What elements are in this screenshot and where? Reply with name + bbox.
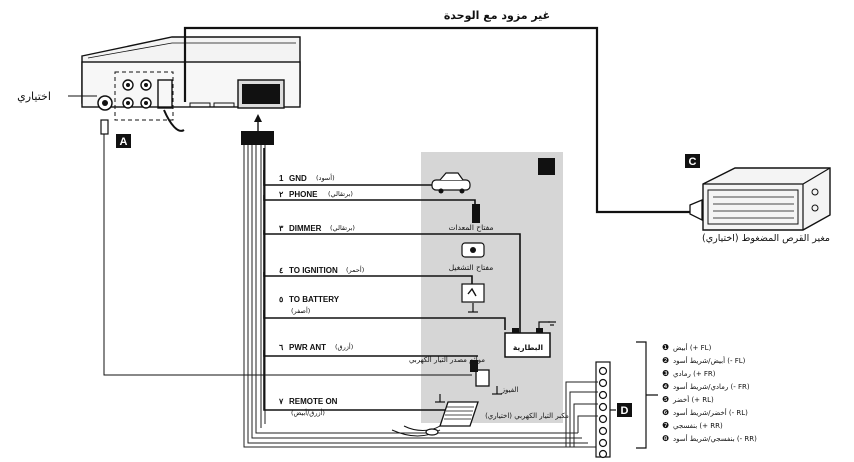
- speaker-connector-strip: [595, 361, 611, 459]
- changer-plug-cable: [163, 109, 185, 132]
- speaker-label: ❶ أبيض (+ FL): [662, 343, 712, 352]
- antenna-plug: [100, 119, 109, 135]
- svg-text:٧: ٧: [278, 397, 284, 406]
- panel-marker: [538, 158, 555, 175]
- changer-label: مغير القرص المضغوط (اختياري): [702, 233, 830, 244]
- ignition-switch-icon: [461, 283, 485, 303]
- svg-text:❻: ❻: [662, 408, 669, 417]
- svg-text:❷: ❷: [662, 356, 669, 365]
- svg-text:أخضر/شريط أسود (- RL): أخضر/شريط أسود (- RL): [673, 408, 748, 417]
- svg-text:٦: ٦: [279, 343, 284, 352]
- marker-c-label: C: [689, 156, 697, 168]
- svg-text:(أصفر): (أصفر): [291, 306, 310, 315]
- svg-text:بنفسجي/شريط أسود (- RR): بنفسجي/شريط أسود (- RR): [673, 434, 757, 443]
- ground-car-icon: [431, 172, 471, 194]
- wire-labels: 1 GND (أسود) ٢ PHONE (برتقالي) ٣ DIMMER …: [278, 173, 364, 417]
- speaker-label: ❺ أخضر (+ RL): [662, 395, 714, 404]
- marker-a-label: A: [120, 136, 128, 148]
- svg-text:بنفسجي (+ RR): بنفسجي (+ RR): [673, 422, 723, 430]
- svg-text:(أحمر): (أحمر): [346, 265, 364, 274]
- svg-text:أبيض/شريط أسود (- FL): أبيض/شريط أسود (- FL): [673, 356, 746, 365]
- battery-label: البطارية: [513, 343, 543, 352]
- svg-text:❼: ❼: [662, 421, 669, 430]
- dimmer-switch-label: مفتاح المعدات: [449, 223, 494, 232]
- svg-text:أبيض (+ FL): أبيض (+ FL): [673, 343, 712, 352]
- speaker-labels: ❶ أبيض (+ FL) ❷ أبيض/شريط أسود (- FL) ❸ …: [662, 343, 757, 443]
- remote-amplifier-icon: [439, 401, 479, 427]
- svg-text:PHONE: PHONE: [289, 190, 318, 199]
- svg-text:أخضر (+ RL): أخضر (+ RL): [672, 395, 714, 404]
- wire-label: ٢ PHONE (برتقالي): [279, 190, 353, 199]
- speaker-label: ❹ رمادي/شريط أسود (- FR): [662, 382, 750, 391]
- ignition-switch-label: مفتاح التشغيل: [449, 263, 493, 272]
- ground-symbols: [435, 303, 556, 403]
- amp-label: موائم مصدر التيار الكهربي: [409, 356, 485, 364]
- not-supplied-label: غير مزود مع الوحدة: [444, 9, 550, 22]
- speaker-label: ❸ رمادي (+ FR): [662, 369, 716, 378]
- svg-text:TO BATTERY: TO BATTERY: [289, 295, 340, 304]
- svg-text:❽: ❽: [662, 434, 669, 443]
- battery-icon: [504, 321, 551, 358]
- wire-label: ٤ TO IGNITION (أحمر): [279, 265, 364, 275]
- speaker-label: ❻ أخضر/شريط أسود (- RL): [662, 408, 748, 417]
- speaker-wires: [565, 381, 598, 447]
- svg-text:❹: ❹: [662, 382, 669, 391]
- head-unit: [81, 36, 301, 121]
- speaker-bracket: [636, 341, 658, 449]
- branch-wires: [263, 148, 521, 411]
- optional-label: اختياري: [17, 90, 51, 103]
- wire-label: ٣ DIMMER (برتقالي): [279, 224, 355, 233]
- svg-text:٣: ٣: [279, 224, 284, 233]
- svg-text:رمادي (+ FR): رمادي (+ FR): [673, 370, 716, 378]
- svg-text:1: 1: [279, 174, 284, 183]
- cd-changer: [702, 167, 831, 231]
- svg-text:(أزرق/أبيض): (أزرق/أبيض): [291, 408, 325, 417]
- svg-text:٥: ٥: [279, 295, 283, 304]
- speaker-label: ❼ بنفسجي (+ RR): [662, 421, 723, 430]
- svg-text:❶: ❶: [662, 343, 669, 352]
- wire-label: ٧ REMOTE ON (أزرق/أبيض): [278, 397, 338, 417]
- svg-text:REMOTE ON: REMOTE ON: [289, 397, 338, 406]
- svg-text:(برتقالي): (برتقالي): [328, 190, 353, 198]
- fuse-label: الفيوز: [501, 386, 519, 394]
- harness-connector: [241, 131, 274, 145]
- speaker-label: ❷ أبيض/شريط أسود (- FL): [662, 356, 746, 365]
- changer-cable: [183, 26, 692, 214]
- harness-bundle: [243, 145, 600, 448]
- svg-text:PWR ANT: PWR ANT: [289, 343, 326, 352]
- svg-text:(أسود): (أسود): [316, 173, 335, 182]
- svg-text:٤: ٤: [279, 266, 283, 275]
- svg-text:رمادي/شريط أسود (- FR): رمادي/شريط أسود (- FR): [673, 382, 750, 391]
- svg-text:❺: ❺: [662, 395, 669, 404]
- svg-text:TO IGNITION: TO IGNITION: [289, 266, 338, 275]
- svg-text:GND: GND: [289, 174, 307, 183]
- svg-text:DIMMER: DIMMER: [289, 224, 322, 233]
- marker-d: D: [617, 403, 632, 417]
- wiring-panel: [421, 152, 563, 423]
- wire-label: ٦ PWR ANT (أزرق): [279, 342, 353, 352]
- svg-text:❸: ❸: [662, 369, 669, 378]
- svg-text:٢: ٢: [279, 190, 284, 199]
- wire-label: 1 GND (أسود): [279, 173, 335, 183]
- fuse-icon: [475, 369, 490, 387]
- amp-icon: [470, 360, 478, 372]
- marker-d-label: D: [621, 405, 629, 417]
- remote-amp-label: مكبر التيار الكهربي (اختياري): [485, 412, 569, 420]
- svg-text:(برتقالي): (برتقالي): [330, 224, 355, 232]
- svg-text:(أزرق): (أزرق): [335, 342, 353, 351]
- wire-label: ٥ TO BATTERY (أصفر): [279, 295, 340, 315]
- phone-device-icon: [472, 204, 480, 223]
- marker-c: C: [685, 154, 700, 168]
- changer-plug: [689, 199, 703, 222]
- antenna-lead: [103, 134, 472, 376]
- speaker-label: ❽ بنفسجي/شريط أسود (- RR): [662, 434, 757, 443]
- marker-a: A: [116, 134, 131, 148]
